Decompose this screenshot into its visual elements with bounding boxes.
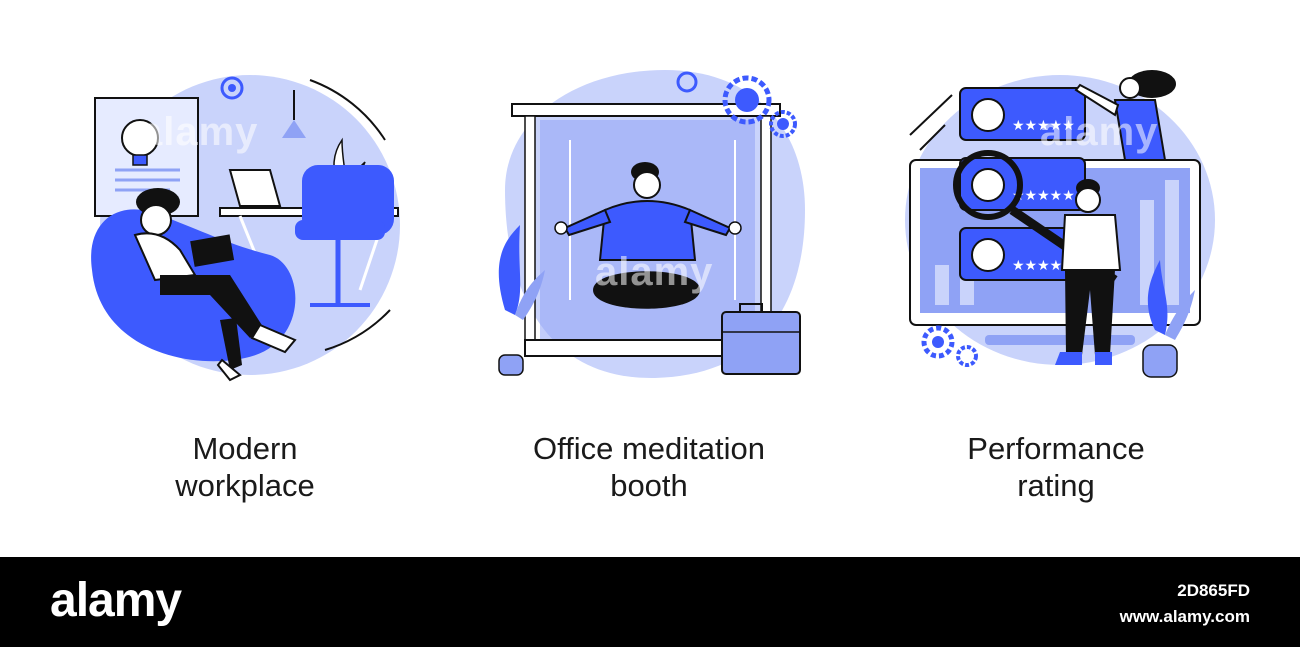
gear-icon: [921, 325, 955, 359]
gear-icon: [722, 75, 772, 125]
image-id: 2D865FD: [1177, 581, 1250, 600]
man-with-magnifier: [1055, 179, 1122, 365]
person-with-laptop: [133, 188, 297, 382]
chair: [295, 165, 394, 307]
illustration-meditation-booth: alamy: [485, 60, 825, 390]
plant-icon: [1142, 260, 1195, 378]
avatar-icon: [971, 168, 1005, 202]
woman-pointing: [1074, 70, 1176, 161]
gear-icon: [220, 76, 244, 100]
star-icon: ★★★★: [1012, 258, 1062, 274]
caption-modern-workplace: Modern workplace: [65, 430, 425, 504]
decor-arc: [324, 309, 391, 351]
caption-line: booth: [610, 468, 688, 503]
decor-arc: [309, 79, 386, 141]
illustration-performance-rating: ★★★★★ ★★★★★ ★★★★: [890, 60, 1230, 390]
watermark: alamy: [1040, 110, 1159, 154]
caption-line: Modern: [192, 431, 298, 466]
caption-line: rating: [1017, 468, 1095, 503]
watermark: alamy: [595, 250, 714, 294]
caption-line: Performance: [967, 431, 1145, 466]
star-icon: ★★★★★: [1012, 118, 1075, 134]
meditation-booth-svg: [498, 70, 805, 379]
site-url: www.alamy.com: [1119, 607, 1250, 626]
star-icon: ★★★★★: [1012, 188, 1075, 204]
decor-line: [919, 124, 946, 151]
caption-meditation-booth: Office meditation booth: [469, 430, 829, 504]
avatar-icon: [971, 98, 1005, 132]
rating-card: ★★★★★: [959, 87, 1086, 141]
decor-line: [909, 94, 953, 136]
footer-bar: alamy 2D865FD www.alamy.com: [0, 557, 1300, 647]
caption-line: Office meditation: [532, 431, 766, 466]
caption-performance-rating: Performance rating: [876, 430, 1236, 504]
lightbulb-icon: [121, 119, 159, 166]
laptop-icon: [228, 169, 282, 207]
gear-icon: [676, 71, 698, 93]
gear-icon: [956, 345, 978, 367]
meditating-person: [554, 162, 742, 309]
avatar-icon: [971, 238, 1005, 272]
caption-line: workplace: [175, 468, 315, 503]
ceiling-lamp: [282, 90, 306, 138]
watermark: alamy: [140, 110, 259, 154]
plant-icon: [498, 225, 545, 376]
illustration-modern-workplace: alamy: [80, 60, 420, 390]
briefcase-icon: [721, 303, 801, 375]
alamy-logo: alamy: [50, 574, 182, 627]
modern-workplace-svg: [91, 75, 400, 382]
gear-icon: [769, 110, 797, 138]
performance-rating-svg: ★★★★★ ★★★★★ ★★★★: [905, 70, 1215, 378]
